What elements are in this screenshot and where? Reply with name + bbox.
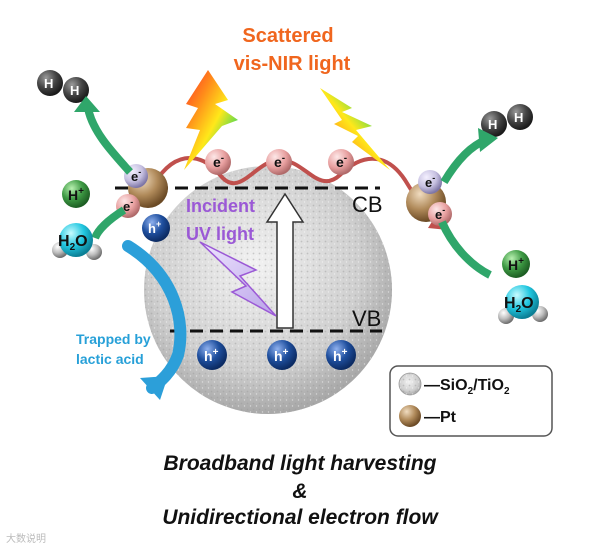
scattered-label-line1: Scattered <box>242 25 333 47</box>
proton-right: H+ <box>502 250 530 278</box>
svg-text:H: H <box>514 110 523 125</box>
legend-pt-label: —Pt <box>424 409 457 426</box>
hole-left: h+ <box>142 214 170 242</box>
proton-left: H+ <box>62 180 90 208</box>
watermark: 大数说明 <box>6 530 46 545</box>
vb-label: VB <box>352 306 381 331</box>
green-arrow-right-down <box>442 222 490 275</box>
h2-molecule-left: H H <box>37 70 89 103</box>
scattered-label-line2: vis-NIR light <box>234 53 351 75</box>
legend-box: —SiO2/TiO2 —Pt <box>390 366 552 436</box>
hole-vb-1: h+ <box>197 340 227 370</box>
electron-right-top: e- <box>418 170 442 194</box>
electron-cb-1: e- <box>205 149 231 175</box>
green-arrow-left-down <box>95 210 124 238</box>
trapped-label-line1: Trapped by <box>76 331 151 347</box>
trapped-label-line2: lactic acid <box>76 351 144 367</box>
hole-vb-2: h+ <box>267 340 297 370</box>
h2-molecule-right: H H <box>481 104 533 137</box>
incident-label-line1: Incident <box>186 196 255 216</box>
hole-vb-3: h+ <box>326 340 356 370</box>
svg-text:H: H <box>488 117 497 132</box>
caption-line1: Broadband light harvesting <box>0 452 600 476</box>
svg-text:H: H <box>70 83 79 98</box>
caption-line2: & <box>0 480 600 504</box>
water-left: H2O <box>52 223 102 260</box>
green-arrow-left-up <box>88 108 130 172</box>
blue-trap-arrowhead <box>140 376 168 400</box>
electron-right-bottom: e- <box>428 202 452 226</box>
water-right: H2O <box>498 285 548 324</box>
incident-label-line2: UV light <box>186 224 254 244</box>
caption-line3: Unidirectional electron flow <box>0 506 600 530</box>
electron-cb-3: e- <box>328 149 354 175</box>
svg-text:H: H <box>44 76 53 91</box>
electron-cb-2: e- <box>266 149 292 175</box>
cb-label: CB <box>352 192 383 217</box>
